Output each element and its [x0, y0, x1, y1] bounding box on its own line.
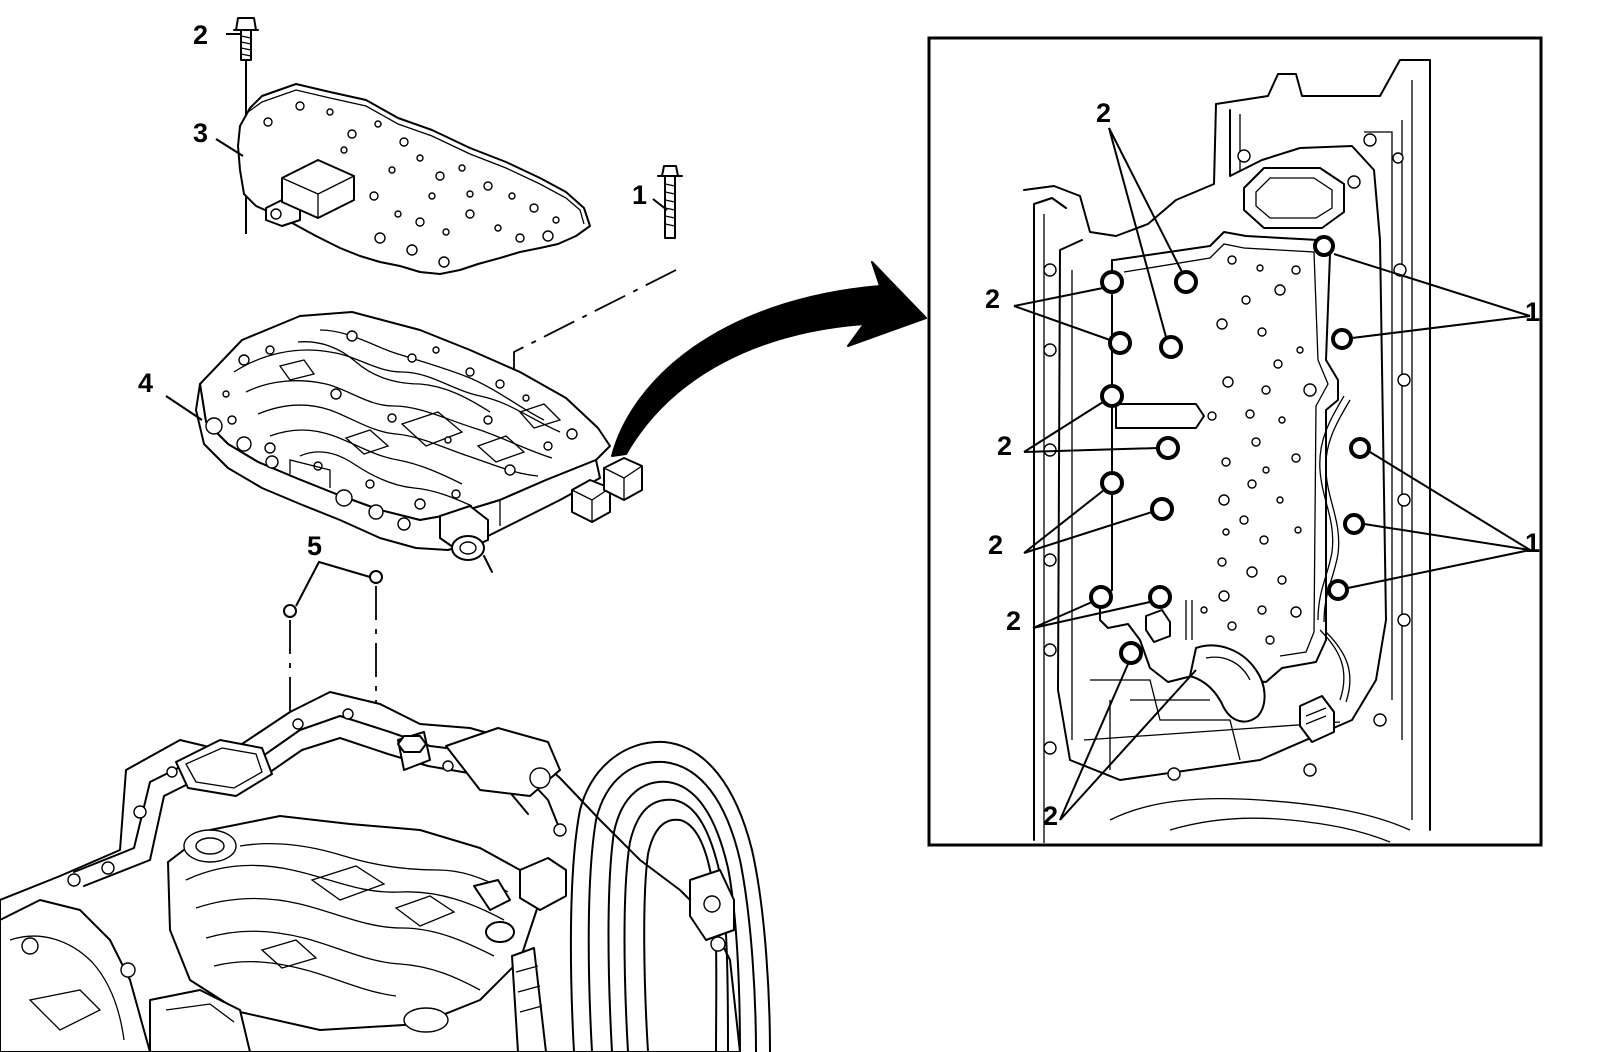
callout-2-bolt: 2	[193, 20, 208, 50]
detail-view-artwork	[1023, 59, 1431, 843]
callout-3-spacer-plate: 3	[193, 118, 208, 148]
detail-callout-1-upper-right: 1	[1525, 297, 1540, 327]
detail-callout-2-upper-left: 2	[985, 284, 1000, 314]
callout-5-leader	[295, 560, 371, 607]
valve-body-side-bores	[205, 417, 411, 531]
bolt-1	[657, 165, 683, 239]
callout-1-leader	[652, 198, 668, 211]
callout-labels: 2 3 1 4 5 2 2 2 2 2 2 1 1	[138, 20, 1540, 831]
bolt-1-alignment-line	[513, 269, 677, 400]
transmission-case	[0, 691, 771, 1052]
detail-callout-1-lower-right: 1	[1525, 528, 1540, 558]
detail-plate-holes	[1200, 255, 1317, 645]
callout-1-bolt: 1	[632, 180, 647, 210]
callout-5-check-balls: 5	[307, 531, 322, 561]
detail-callout-2-top: 2	[1096, 98, 1111, 128]
detail-leader-lines	[1013, 127, 1531, 821]
detail-callout-2-lower-left: 2	[988, 530, 1003, 560]
callout-4-valve-body: 4	[138, 368, 153, 398]
bolt-2-long	[233, 17, 259, 219]
curved-arrow-icon	[611, 261, 927, 457]
detail-callout-2-bottom: 2	[1043, 801, 1058, 831]
spacer-plate-holes	[263, 101, 560, 268]
detail-callout-2-mid-left: 2	[997, 431, 1012, 461]
spacer-plate	[237, 83, 591, 275]
control-valve-body	[195, 311, 643, 573]
case-bolt-holes	[67, 708, 567, 887]
detail-view-panel	[927, 36, 1543, 847]
detail-callout-2-bottom-left: 2	[1006, 606, 1021, 636]
callout-3-leader	[215, 138, 244, 157]
detail-case-holes	[1043, 263, 1411, 781]
detail-bolt-1-locations	[1313, 235, 1371, 601]
callout-4-leader	[165, 395, 203, 421]
